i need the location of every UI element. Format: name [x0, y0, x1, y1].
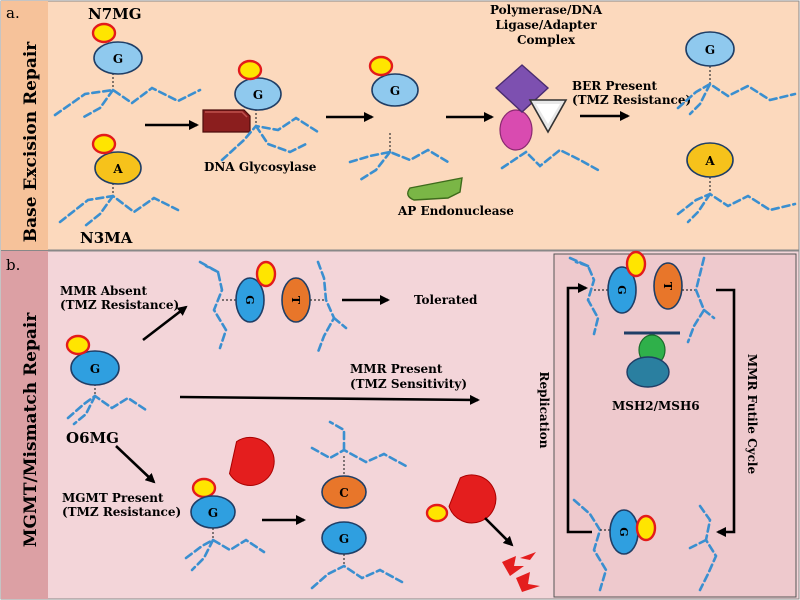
repaired-a-letter: A — [704, 154, 715, 168]
gt-g-letter: G — [243, 295, 256, 304]
mgmt-line1: MGMT Present — [62, 491, 164, 505]
n3ma-label: N3MA — [80, 229, 133, 247]
cycle-top-mismatch-pair: G T — [568, 250, 716, 344]
arrow-mgmt — [115, 445, 156, 484]
n7mg-base-letter: G — [113, 52, 123, 66]
panel-b-letter: b. — [6, 256, 20, 274]
msh-label: MSH2/MSH6 — [612, 399, 700, 413]
arrow-mmr-absent — [142, 305, 188, 342]
n7mg-nucleotide: G — [53, 22, 202, 120]
cycle-top-t-letter: T — [661, 282, 674, 291]
complex-dna — [500, 148, 600, 172]
replication-arrow — [566, 283, 592, 534]
replication-label: Replication — [537, 371, 551, 448]
gc-g-letter: G — [339, 532, 349, 546]
n7mg-label: N7MG — [88, 5, 142, 23]
mgmt-bound-nucleotide: G — [184, 436, 275, 572]
repaired-a-nucleotide: A — [676, 142, 797, 224]
dna-glycosylase-shape — [202, 109, 251, 133]
o6mg-nucleotide: G — [65, 334, 148, 426]
released-mgmt — [425, 474, 497, 524]
gc-c-letter: C — [339, 486, 349, 500]
dna-glycosylase-label: DNA Glycosylase — [204, 160, 317, 174]
panel-b-side-label: MGMT/Mismatch Repair — [21, 312, 41, 548]
glycosylase-nucleotide: G — [220, 59, 320, 162]
ber-label-line2: (TMZ Resistance) — [572, 93, 691, 107]
mmr-present-line2: (TMZ Sensitivity) — [350, 377, 467, 391]
mgmt-line2: (TMZ Resistance) — [62, 505, 181, 519]
repaired-g-letter: G — [705, 43, 715, 57]
mmr-present-line1: MMR Present — [350, 362, 443, 376]
mgmt-g-letter: G — [208, 506, 218, 520]
n3ma-base-letter: A — [112, 162, 123, 176]
panel-a-background — [0, 0, 800, 251]
tolerated-label: Tolerated — [414, 293, 478, 307]
ber-label-line1: BER Present — [572, 79, 658, 93]
panel-a-side-strip — [1, 1, 48, 250]
n3ma-nucleotide: A — [58, 133, 180, 228]
cycle-bottom-nucleotide: G — [572, 498, 718, 592]
mmr-absent-line2: (TMZ Resistance) — [60, 298, 179, 312]
futile-cycle-arrow — [716, 288, 736, 537]
o6mg-label: O6MG — [66, 429, 119, 447]
panel-a-letter: a. — [6, 4, 20, 22]
panel-b-side-strip — [1, 251, 48, 599]
futile-cycle-label: MMR Futile Cycle — [745, 354, 759, 475]
degraded-mgmt-fragments — [502, 552, 540, 592]
abasic-base-letter: G — [390, 84, 400, 98]
gt-mismatch-pair: G T — [198, 260, 348, 354]
repaired-g-nucleotide: G — [676, 31, 797, 116]
msh2-msh6-complex — [624, 331, 680, 388]
o6mg-base-letter: G — [90, 362, 100, 376]
complex-label-line1: Polymerase/DNA — [490, 3, 603, 17]
polymerase-complex-shape — [494, 64, 568, 151]
gc-repaired-pair: C G — [310, 420, 408, 590]
panel-a-side-label: Base Excision Repair — [21, 41, 41, 243]
cycle-top-g-letter: G — [615, 285, 628, 294]
mmr-absent-line1: MMR Absent — [60, 284, 148, 298]
ap-endonuclease-label: AP Endonuclease — [397, 204, 514, 218]
abasic-site-nucleotide: G — [348, 55, 450, 182]
glycosylase-base-letter: G — [253, 88, 263, 102]
cycle-bottom-g-letter: G — [617, 527, 630, 536]
gt-t-letter: T — [289, 296, 302, 305]
ap-endonuclease-shape — [407, 177, 463, 201]
arrow-mmr-present — [179, 394, 480, 405]
complex-label-line2: Ligase/Adapter — [495, 18, 597, 32]
arrow-degradation — [484, 517, 514, 547]
complex-label-line3: Complex — [517, 33, 576, 47]
